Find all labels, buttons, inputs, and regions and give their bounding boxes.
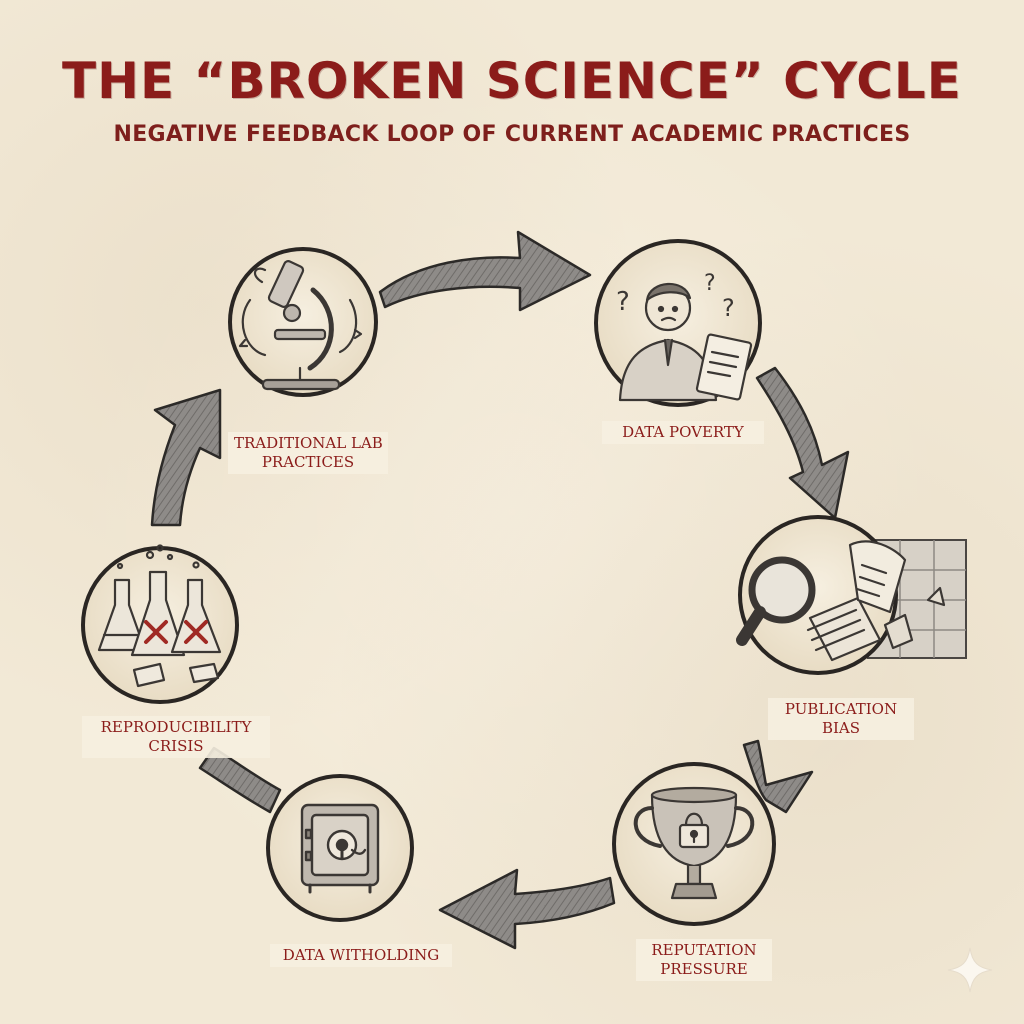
- sparkle-icon: [947, 947, 993, 993]
- safe-icon: [300, 803, 380, 894]
- confused-scientist-icon: ? ? ?: [616, 271, 753, 402]
- svg-text:?: ?: [722, 294, 735, 322]
- svg-text:?: ?: [704, 271, 716, 296]
- label-publication-bias: PUBLICATION BIAS: [768, 698, 914, 740]
- arrow-bias-to-reputation: [742, 739, 814, 814]
- node-reproducibility-crisis: [81, 544, 239, 704]
- label-traditional-lab-practices: TRADITIONAL LAB PRACTICES: [228, 432, 388, 474]
- node-data-witholding: [266, 774, 414, 922]
- svg-text:?: ?: [616, 287, 630, 317]
- label-reputation-pressure: REPUTATION PRESSURE: [636, 939, 772, 981]
- label-data-witholding: DATA WITHOLDING: [270, 944, 452, 967]
- node-data-poverty: ? ? ?: [594, 239, 762, 407]
- arrow-witholding-to-crisis: [198, 746, 282, 814]
- label-reproducibility-crisis: REPRODUCIBILITY CRISIS: [82, 716, 270, 758]
- node-reputation-pressure: [612, 762, 776, 926]
- microscope-icon: [238, 260, 363, 391]
- arrow-lab-to-poverty: [378, 230, 592, 312]
- failed-flasks-icon: [97, 544, 222, 688]
- node-traditional-lab-practices: [228, 247, 378, 397]
- arrow-crisis-to-lab: [150, 388, 222, 527]
- trophy-lock-icon: [633, 786, 755, 900]
- magnifying-glass-icon: [736, 540, 946, 662]
- diagram-title: THE “BROKEN SCIENCE” CYCLE: [62, 52, 962, 110]
- arrow-reputation-to-witholding: [438, 868, 616, 950]
- label-data-poverty: DATA POVERTY: [602, 421, 764, 444]
- arrow-poverty-to-bias: [755, 366, 850, 520]
- diagram-subtitle: NEGATIVE FEEDBACK LOOP OF CURRENT ACADEM…: [113, 122, 911, 147]
- node-publication-bias: [736, 515, 967, 675]
